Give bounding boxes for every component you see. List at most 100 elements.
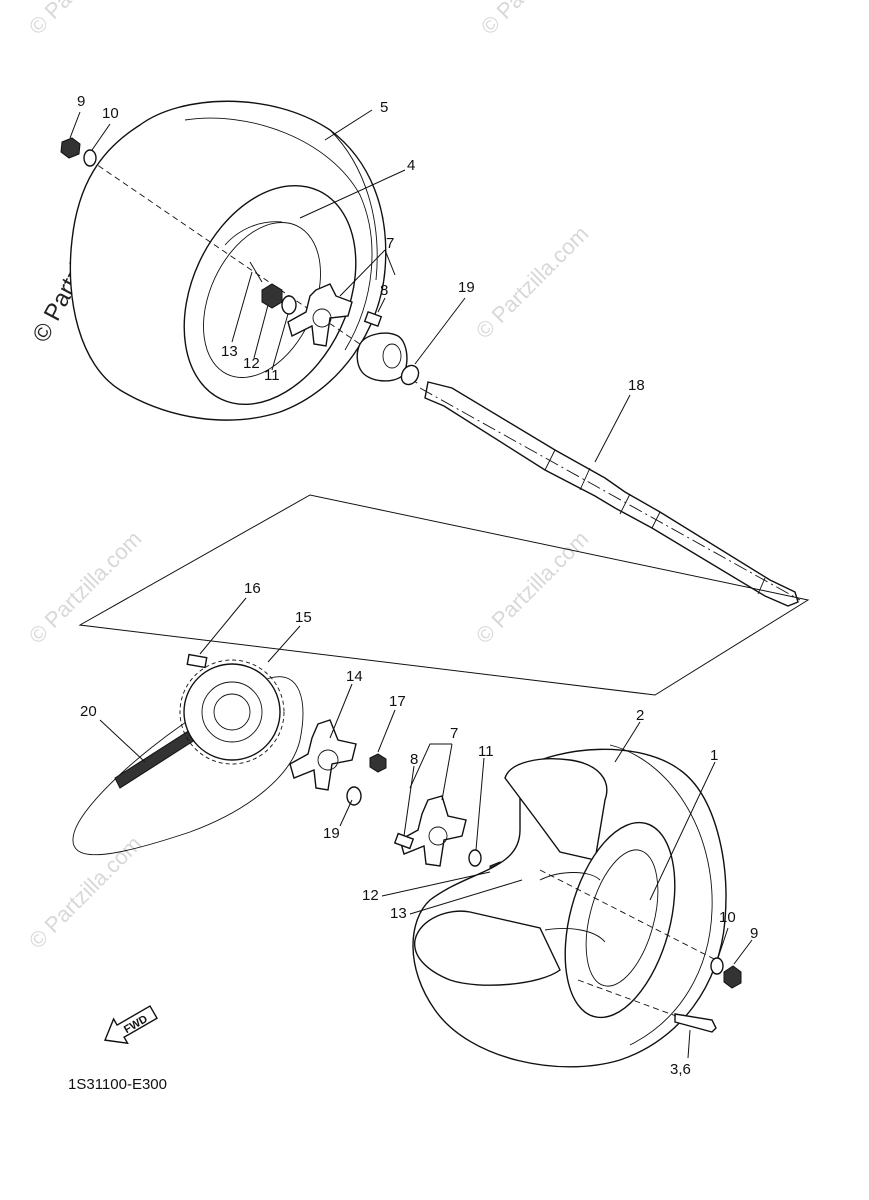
- sprocket-15-inner: [201, 681, 263, 743]
- fwd-arrow-icon: FWD: [104, 1005, 158, 1045]
- leader-7b: [409, 743, 453, 801]
- callout-8-bottom: 8: [410, 751, 418, 768]
- callout-9-top: 9: [77, 93, 85, 110]
- bolt-8-top: [363, 311, 383, 327]
- watermark-faint: © Partzilla.com: [476, 0, 599, 40]
- callout-20: 20: [80, 703, 97, 720]
- leader-2: [614, 721, 641, 763]
- bottom-assembly: [72, 597, 753, 1068]
- callout-13-bottom: 13: [390, 905, 407, 922]
- axle-18-centerline: [419, 387, 801, 601]
- callout-2: 2: [636, 707, 644, 724]
- watermark-faint: © Partzilla.com: [24, 526, 147, 649]
- washer-10-bottom: [710, 957, 724, 975]
- diagram-code: 1S31100-E300: [68, 1076, 167, 1093]
- o-ring-19-top: [400, 364, 420, 386]
- nut-9-top: [60, 137, 81, 159]
- axle-18: [424, 381, 799, 607]
- callout-7-bottom: 7: [450, 725, 458, 742]
- watermark-faint: © Partzilla.com: [471, 221, 594, 344]
- valve-3-6: [674, 1013, 717, 1033]
- leader-13: [231, 271, 253, 343]
- callout-5: 5: [380, 99, 388, 116]
- rim-1-inner: [585, 849, 659, 987]
- sprocket-15-bore: [213, 693, 251, 731]
- axle-18-spline-3: [619, 493, 631, 515]
- top-wheel-assembly: [60, 100, 801, 607]
- bolt-8-bottom: [393, 832, 415, 850]
- rim-1: [564, 821, 676, 1019]
- leader-14: [329, 683, 353, 739]
- callout-8-top: 8: [380, 282, 388, 299]
- watermark-faint: © Partzilla.com: [24, 0, 147, 40]
- sprocket-15-body: [183, 663, 281, 761]
- callout-9-bottom: 9: [750, 925, 758, 942]
- leader-8b: [403, 765, 415, 837]
- leader-19b: [339, 799, 353, 827]
- leader-4: [299, 169, 406, 219]
- callout-4: 4: [407, 157, 415, 174]
- hub-carrier-top: [356, 332, 408, 382]
- leader-36: [687, 1029, 691, 1059]
- callout-14: 14: [346, 668, 363, 685]
- leader-5: [324, 109, 373, 141]
- washer-11-top: [281, 295, 297, 315]
- callout-13-top: 13: [221, 343, 238, 360]
- callout-18: 18: [628, 377, 645, 394]
- axle-18-spline-5: [757, 577, 766, 595]
- leader-19: [414, 297, 466, 365]
- sprocket-15-teeth: [179, 659, 285, 765]
- hub-7-bottom: [399, 795, 467, 867]
- callout-1: 1: [710, 747, 718, 764]
- callout-12-bottom: 12: [362, 887, 379, 904]
- sprocket-hub-14-center: [317, 749, 339, 771]
- callout-3-6: 3,6: [670, 1061, 691, 1078]
- top-tire-tread: [184, 117, 373, 351]
- leader-10b: [717, 927, 729, 959]
- callout-11-top: 11: [264, 367, 280, 384]
- hub-7-top-center: [312, 308, 332, 328]
- watermark-faint: © Partzilla.com: [24, 831, 147, 954]
- tire-2-cutaway-bottom: [414, 910, 561, 986]
- cotter-pin-13-top: [249, 261, 263, 283]
- bolt-16: [186, 653, 208, 669]
- watermark-faint: © Partzilla.com: [471, 526, 594, 649]
- axle-18-spline-1: [544, 449, 556, 471]
- leader-9: [69, 111, 81, 139]
- nut-17: [369, 753, 387, 773]
- top-rim-lip: [224, 221, 283, 246]
- callout-11-bottom: 11: [478, 743, 494, 760]
- tire-2-tread: [609, 744, 713, 1046]
- section-boundary: [78, 494, 810, 696]
- leader-12b: [381, 871, 491, 897]
- fwd-arrow-shape: [104, 1005, 158, 1045]
- leader-11: [271, 313, 289, 371]
- leader-11b: [475, 757, 485, 851]
- callout-10-bottom: 10: [719, 909, 736, 926]
- leader-10: [91, 123, 111, 151]
- top-callouts: 9 10 5 4 7 8 19 18 13 12 11: [77, 93, 645, 394]
- callout-10-top: 10: [102, 105, 119, 122]
- bottom-axle-line: [539, 869, 721, 963]
- washer-10-top: [83, 149, 97, 167]
- leader-8: [377, 297, 386, 313]
- callout-12-top: 12: [243, 355, 260, 372]
- axle-18-spline-2: [579, 467, 591, 491]
- washer-11-bottom: [468, 849, 482, 867]
- callout-16: 16: [244, 580, 261, 597]
- callout-19-bottom: 19: [323, 825, 340, 842]
- leader-7: [339, 249, 396, 297]
- hub-carrier-top-bore: [382, 343, 402, 369]
- leader-18: [594, 394, 631, 463]
- leader-12: [253, 304, 269, 359]
- bottom-callouts: 16 15 14 17 20 7 8 11 2 1 19 12 13 10 9 …: [80, 580, 758, 1078]
- leader-1: [649, 761, 716, 901]
- leader-16: [199, 597, 247, 655]
- leader-9b: [733, 939, 753, 965]
- rim-barrel: [539, 872, 606, 943]
- hub-7-bottom-center: [428, 826, 448, 846]
- callout-17: 17: [389, 693, 406, 710]
- callout-7-top: 7: [386, 235, 394, 252]
- leader-13b: [409, 879, 523, 915]
